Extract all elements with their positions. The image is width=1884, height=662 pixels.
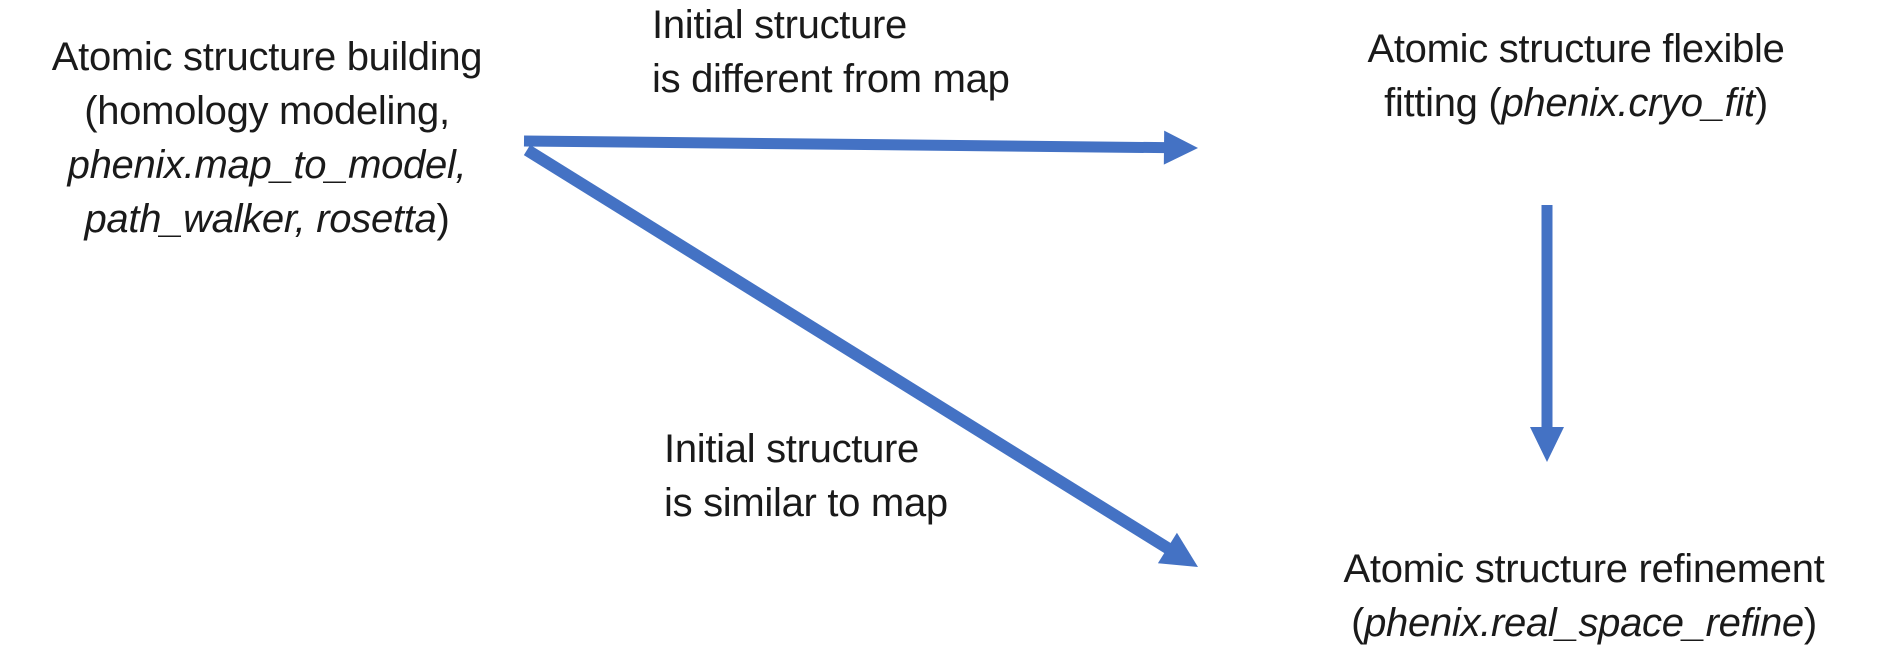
label-initial-structure-different-line-1: Initial structure [652, 0, 1212, 52]
node-atomic-structure-refinement-line-1-seg-1: Atomic structure refinement [1343, 547, 1825, 591]
label-initial-structure-similar: Initial structure is similar to map [664, 422, 1224, 530]
arrow-fitting-to-refinement-head [1530, 427, 1564, 462]
node-atomic-structure-flexible-fitting: Atomic structure flexible fitting (phenix… [1306, 22, 1846, 130]
arrow-building-to-flexible-fitting [523, 130, 1198, 165]
node-atomic-structure-building-line-3-seg-1: phenix.map_to_model, [67, 143, 467, 187]
label-initial-structure-different-line-1-seg-1: Initial structure [652, 3, 907, 47]
node-atomic-structure-flexible-fitting-line-1: Atomic structure flexible [1306, 22, 1846, 76]
node-atomic-structure-refinement: Atomic structure refinement (phenix.real_… [1288, 542, 1880, 650]
node-atomic-structure-building-line-2-seg-1: (homology modeling, [84, 89, 450, 133]
node-atomic-structure-building: Atomic structure building (homology model… [2, 30, 532, 246]
node-atomic-structure-flexible-fitting-line-2-seg-3: ) [1754, 81, 1768, 125]
node-atomic-structure-building-line-3: phenix.map_to_model, [2, 138, 532, 192]
node-atomic-structure-flexible-fitting-line-2: fitting (phenix.cryo_fit) [1306, 76, 1846, 130]
node-atomic-structure-building-line-2: (homology modeling, [2, 84, 532, 138]
node-atomic-structure-building-line-4-seg-2: ) [436, 197, 450, 241]
label-initial-structure-similar-line-1-seg-1: Initial structure [664, 427, 919, 471]
node-atomic-structure-refinement-line-2-seg-1: ( [1351, 601, 1365, 645]
node-atomic-structure-flexible-fitting-line-1-seg-1: Atomic structure flexible [1367, 27, 1785, 71]
node-atomic-structure-refinement-line-2: (phenix.real_space_refine) [1288, 596, 1880, 650]
label-initial-structure-similar-line-2: is similar to map [664, 476, 1224, 530]
arrow-building-to-refinement-head [1157, 532, 1198, 567]
label-initial-structure-different: Initial structure is different from map [652, 0, 1212, 106]
arrow-fitting-to-refinement [1530, 205, 1564, 462]
node-atomic-structure-refinement-line-2-seg-2: phenix.real_space_refine [1364, 601, 1804, 645]
node-atomic-structure-building-line-1-seg-1: Atomic structure building [51, 35, 483, 79]
label-initial-structure-similar-line-2-seg-1: is similar to map [664, 481, 948, 525]
label-initial-structure-different-line-2-seg-1: is different from map [652, 57, 1010, 101]
node-atomic-structure-refinement-line-1: Atomic structure refinement [1288, 542, 1880, 596]
node-atomic-structure-building-line-4-seg-1: path_walker, rosetta [84, 197, 437, 241]
node-atomic-structure-building-line-4: path_walker, rosetta) [2, 192, 532, 246]
arrow-building-to-refinement [523, 144, 1198, 567]
arrow-building-to-flexible-fitting-head [1163, 130, 1198, 165]
node-atomic-structure-flexible-fitting-line-2-seg-1: fitting ( [1384, 81, 1502, 125]
node-atomic-structure-flexible-fitting-line-2-seg-2: phenix.cryo_fit [1501, 81, 1755, 125]
node-atomic-structure-refinement-line-2-seg-3: ) [1803, 601, 1817, 645]
label-initial-structure-similar-line-1: Initial structure [664, 422, 1224, 476]
node-atomic-structure-building-line-1: Atomic structure building [2, 30, 532, 84]
label-initial-structure-different-line-2: is different from map [652, 52, 1212, 106]
